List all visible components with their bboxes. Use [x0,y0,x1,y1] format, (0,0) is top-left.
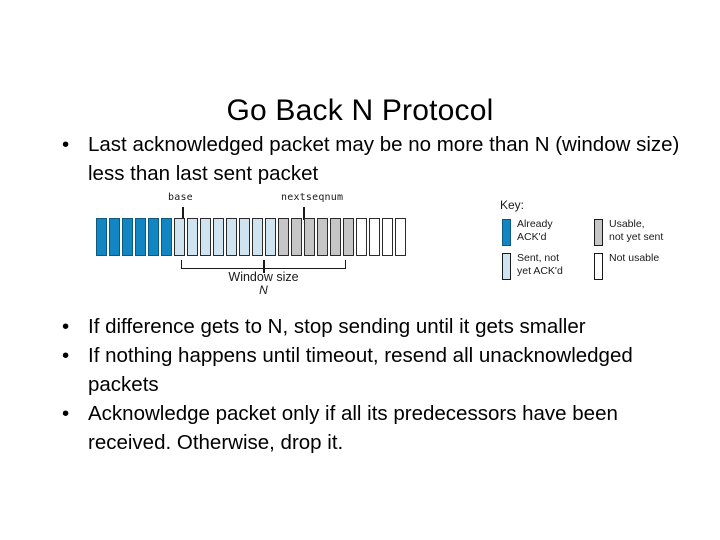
legend-title: Key: [500,198,525,212]
list-item: • If nothing happens until timeout, resen… [48,341,696,399]
packet-block-sent [252,218,263,256]
packet-block-usable [291,218,302,256]
nextseqnum-pointer-tick-icon [303,207,305,220]
bullet-marker-icon: • [62,344,70,368]
legend-swatch-not-usable-icon [594,253,603,280]
bullet-marker-icon: • [62,315,70,338]
bullet-marker-icon: • [62,133,70,156]
packet-block-notusable [356,218,367,256]
sliding-window-diagram: base nextseqnum Window size N [96,192,408,297]
packet-block-acked [96,218,107,256]
bullet-text: Acknowledge packet only if all its prede… [88,402,618,455]
bullet-text: If nothing happens until timeout, resend… [88,344,633,397]
legend: Key: Already ACK'd Usable, not yet sent … [500,198,680,290]
base-pointer-tick-icon [182,207,184,220]
window-size-n: N [259,283,268,297]
page-title: Go Back N Protocol [226,94,494,128]
window-size-caption: Window size N [181,270,346,297]
packet-block-notusable [382,218,393,256]
nextseqnum-pointer-label: nextseqnum [281,192,344,203]
packet-block-acked [135,218,146,256]
packet-block-usable [343,218,354,256]
packet-block-usable [317,218,328,256]
packet-block-notusable [395,218,406,256]
packet-block-acked [161,218,172,256]
packet-block-usable [304,218,315,256]
base-pointer-label: base [168,192,193,203]
legend-item-usable-not-yet-sent: Usable, not yet sent [594,218,663,246]
packet-block-sent [174,218,185,256]
list-item: • Last acknowledged packet may be no mor… [48,130,684,188]
legend-swatch-usable-icon [594,219,603,246]
legend-label: Sent, not yet ACK'd [517,252,563,278]
legend-label: Usable, not yet sent [609,218,664,244]
legend-swatch-sent-icon [502,253,511,280]
packet-block-sent [226,218,237,256]
bullet-text: If difference gets to N, stop sending un… [88,315,586,338]
packet-sequence-strip [96,218,406,256]
packet-block-acked [148,218,159,256]
packet-block-sent [265,218,276,256]
legend-item-not-usable: Not usable [594,252,659,280]
packet-block-notusable [369,218,380,256]
legend-item-already-ackd: Already ACK'd [502,218,553,246]
legend-swatch-already-ackd-icon [502,219,511,246]
window-size-brace-stem-icon [263,260,265,273]
window-size-text: Window size [228,270,299,284]
list-item: • If difference gets to N, stop sending u… [48,312,696,341]
packet-block-acked [109,218,120,256]
legend-label: Already ACK'd [517,218,553,244]
bullet-text: Last acknowledged packet may be no more … [88,133,680,186]
packet-block-usable [330,218,341,256]
packet-block-usable [278,218,289,256]
bullet-marker-icon: • [62,402,70,426]
bullet-list-top: • Last acknowledged packet may be no mor… [48,130,684,188]
legend-item-sent-not-yet-ackd: Sent, not yet ACK'd [502,252,563,280]
packet-block-sent [200,218,211,256]
legend-label: Not usable [609,252,660,264]
list-item: • Acknowledge packet only if all its pred… [48,399,696,457]
packet-block-acked [122,218,133,256]
packet-block-sent [187,218,198,256]
bullet-list-bottom: • If difference gets to N, stop sending u… [48,312,696,458]
packet-block-sent [239,218,250,256]
packet-block-sent [213,218,224,256]
